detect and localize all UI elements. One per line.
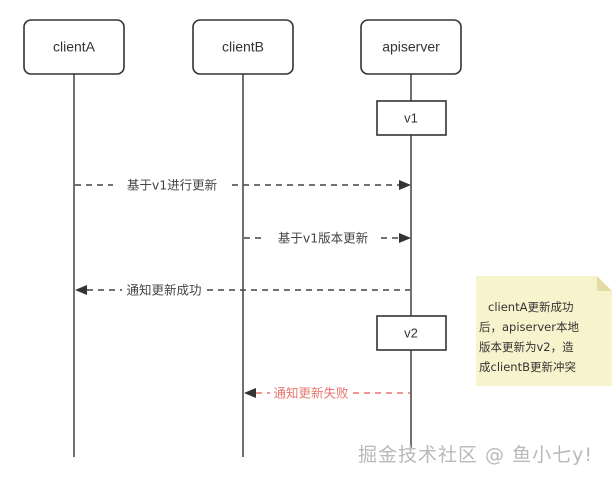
message-1-arrowhead [399,180,411,190]
state-label-v2: v2 [404,325,418,340]
message-4-label: 通知更新失败 [273,386,349,401]
actor-label-clientA: clientA [53,39,96,55]
note-fold-corner [597,276,612,291]
actor-box-clientB[interactable] [192,19,294,75]
message-2[interactable]: 基于v1版本更新 [244,231,411,246]
note-line-1: clientA更新成功 [488,300,573,314]
state-rect-v1[interactable] [376,100,447,136]
note-conflict[interactable]: clientA更新成功 后，apiserver本地 版本更新为v2，造 成cli… [476,276,612,386]
note-line-3: 版本更新为v2，造 [479,340,574,354]
message-4[interactable]: 通知更新失败 [244,386,410,401]
actor-box-clientA[interactable] [23,19,125,75]
state-rect-v2[interactable] [376,315,447,351]
state-box-v1[interactable]: v1 [376,100,447,136]
actor-box-apiserver[interactable] [360,19,462,75]
lifelines [73,74,412,457]
note-background [476,276,612,386]
watermark: 掘金技术社区 @ 鱼小七y! [358,444,593,466]
actor-label-apiserver: apiserver [382,39,440,55]
actor-header-clientB[interactable]: clientB [192,19,294,75]
state-box-v2[interactable]: v2 [376,315,447,351]
state-label-v1: v1 [404,110,418,125]
note-line-4: 成clientB更新冲突 [479,360,576,374]
message-4-arrowhead [244,388,256,398]
note-line-2: 后，apiserver本地 [479,320,579,334]
message-3[interactable]: 通知更新成功 [75,283,410,298]
actor-label-clientB: clientB [222,39,264,55]
actor-header-apiserver[interactable]: apiserver [360,19,462,75]
message-2-label: 基于v1版本更新 [278,231,368,246]
message-3-arrowhead [75,285,87,295]
message-3-label: 通知更新成功 [126,283,201,298]
message-1-label: 基于v1进行更新 [127,178,217,193]
message-1[interactable]: 基于v1进行更新 [75,178,411,193]
actor-header-clientA[interactable]: clientA [23,19,125,75]
message-2-arrowhead [399,233,411,243]
